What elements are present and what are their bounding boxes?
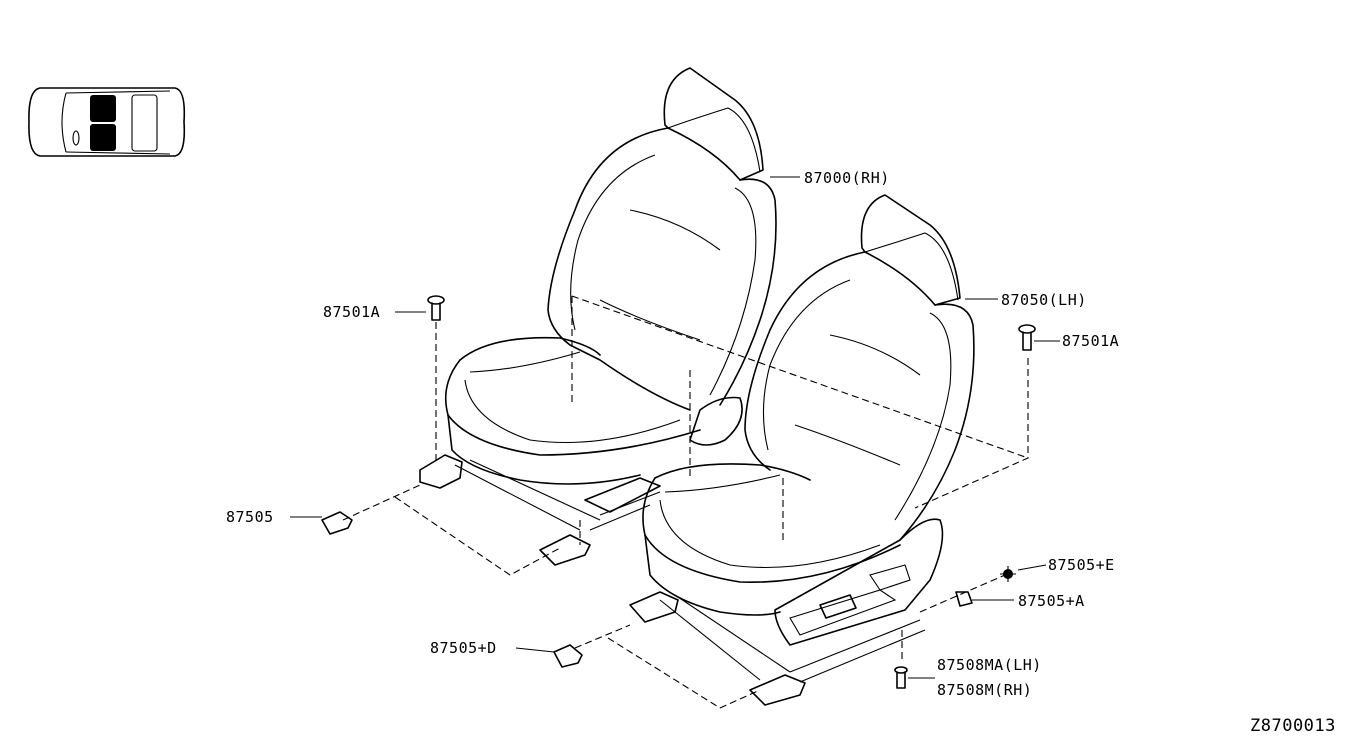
label-87501a-right: 87501A (1062, 332, 1119, 350)
label-87505-d: 87505+D (430, 639, 497, 657)
cover-87505-e-icon (1000, 566, 1016, 582)
bolt-87501a-left-icon (427, 295, 445, 321)
label-87508ma-lh: 87508MA(LH) (937, 656, 1042, 674)
vehicle-locator-icon (28, 87, 186, 157)
diagram-code: Z8700013 (1250, 716, 1336, 736)
label-87000-rh: 87000(RH) (804, 169, 890, 187)
label-87505: 87505 (226, 508, 274, 526)
label-87505-a: 87505+A (1018, 592, 1085, 610)
label-87505-e: 87505+E (1048, 556, 1115, 574)
cover-87505-icon (321, 511, 353, 535)
label-87508m-rh: 87508M(RH) (937, 681, 1032, 699)
front-seat-highlight-icon (90, 95, 116, 122)
cover-87505-d-icon (553, 644, 583, 668)
leader-lines (290, 176, 1060, 679)
cover-87505-a-icon (955, 591, 973, 607)
label-87501a-left: 87501A (323, 303, 380, 321)
bolt-87501a-right-icon (1018, 324, 1036, 351)
clip-87508m-icon (894, 666, 908, 689)
label-87050-lh: 87050(LH) (1001, 291, 1087, 309)
assembly-lines (342, 295, 1029, 709)
seat-lh-drawing (629, 194, 975, 706)
front-seat-highlight-icon (90, 124, 116, 151)
seat-rh-drawing (419, 67, 777, 566)
